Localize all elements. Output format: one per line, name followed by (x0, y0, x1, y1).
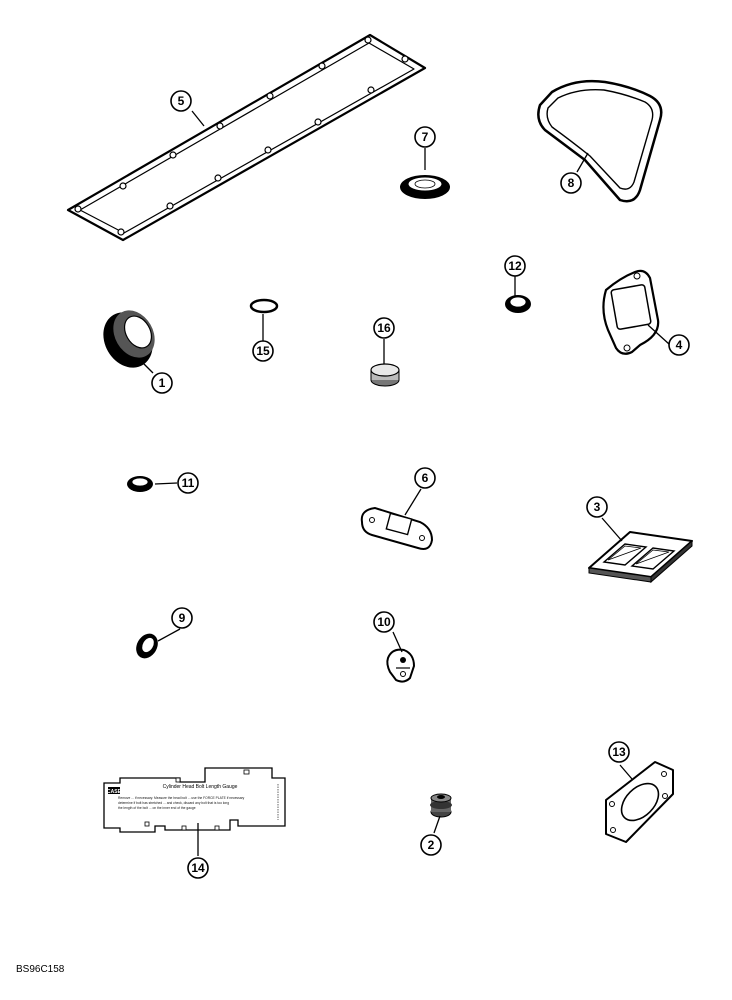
svg-text:11: 11 (182, 476, 195, 490)
leader-9 (157, 628, 181, 642)
part-16-plug (370, 363, 400, 387)
callout-6: 6 (414, 467, 436, 489)
leader-13 (619, 764, 633, 780)
part-15-o-ring (249, 298, 279, 314)
svg-text:14: 14 (191, 861, 205, 875)
part-14-gauge: CASE Cylinder Head Bolt Length Gauge Rem… (103, 767, 286, 833)
part-8-cover-gasket (537, 79, 663, 203)
leader-6 (404, 488, 422, 516)
svg-text:6: 6 (422, 471, 429, 485)
callout-16: 16 (373, 317, 395, 339)
svg-text:8: 8 (568, 176, 575, 190)
callout-12: 12 (504, 255, 526, 277)
part-4-flange-gasket (602, 269, 660, 355)
gauge-text-3: the length of the bolt ... on the inner … (118, 806, 196, 810)
part-2-grommet (430, 793, 452, 818)
svg-text:12: 12 (508, 259, 522, 273)
callout-15: 15 (252, 340, 274, 362)
callout-11: 11 (177, 472, 199, 494)
part-9-small-seal (136, 633, 158, 659)
callout-14: 14 (187, 857, 209, 879)
leader-lines (139, 110, 670, 856)
gauge-logo: CASE (107, 789, 122, 795)
leader-2 (433, 815, 441, 834)
part-6-exhaust-gasket (360, 506, 434, 550)
callout-9: 9 (171, 607, 193, 629)
callout-1: 1 (151, 372, 173, 394)
part-12-small-seal (505, 295, 531, 313)
leader-11 (154, 482, 178, 485)
svg-text:10: 10 (377, 615, 391, 629)
part-1-large-seal (103, 310, 155, 368)
part-11-small-seal (127, 476, 153, 492)
callout-10: 10 (373, 611, 395, 633)
callout-3: 3 (586, 496, 608, 518)
svg-text:1: 1 (159, 376, 166, 390)
callout-8: 8 (560, 172, 582, 194)
svg-text:15: 15 (256, 344, 270, 358)
gauge-text-1: Remove ... if necessary. Measure the hea… (118, 796, 245, 800)
part-5-long-gasket (66, 33, 427, 242)
gauge-title: Cylinder Head Bolt Length Gauge (163, 784, 238, 790)
svg-text:5: 5 (178, 94, 185, 108)
callout-13: 13 (608, 741, 630, 763)
svg-text:9: 9 (179, 611, 186, 625)
svg-text:7: 7 (422, 130, 429, 144)
part-13-flange-gasket (605, 761, 674, 843)
svg-text:4: 4 (676, 338, 683, 352)
callout-2: 2 (420, 834, 442, 856)
part-7-seal (400, 175, 450, 199)
svg-text:13: 13 (612, 745, 626, 759)
leader-4 (647, 324, 670, 345)
callout-4: 4 (668, 334, 690, 356)
leader-8 (576, 152, 589, 173)
figure-code: BS96C158 (16, 964, 65, 975)
svg-text:16: 16 (377, 321, 391, 335)
callout-5: 5 (170, 90, 192, 112)
leader-1 (139, 359, 154, 374)
svg-text:3: 3 (594, 500, 601, 514)
svg-text:2: 2 (428, 838, 435, 852)
gauge-text-2: determine if bolt has stretched ... and … (118, 801, 229, 805)
part-10-clip (386, 648, 416, 683)
callout-7: 7 (414, 126, 436, 148)
leader-3 (601, 517, 623, 542)
part-3-dual-port-gasket (588, 531, 693, 584)
leader-5 (191, 110, 205, 127)
leader-10 (392, 631, 403, 653)
